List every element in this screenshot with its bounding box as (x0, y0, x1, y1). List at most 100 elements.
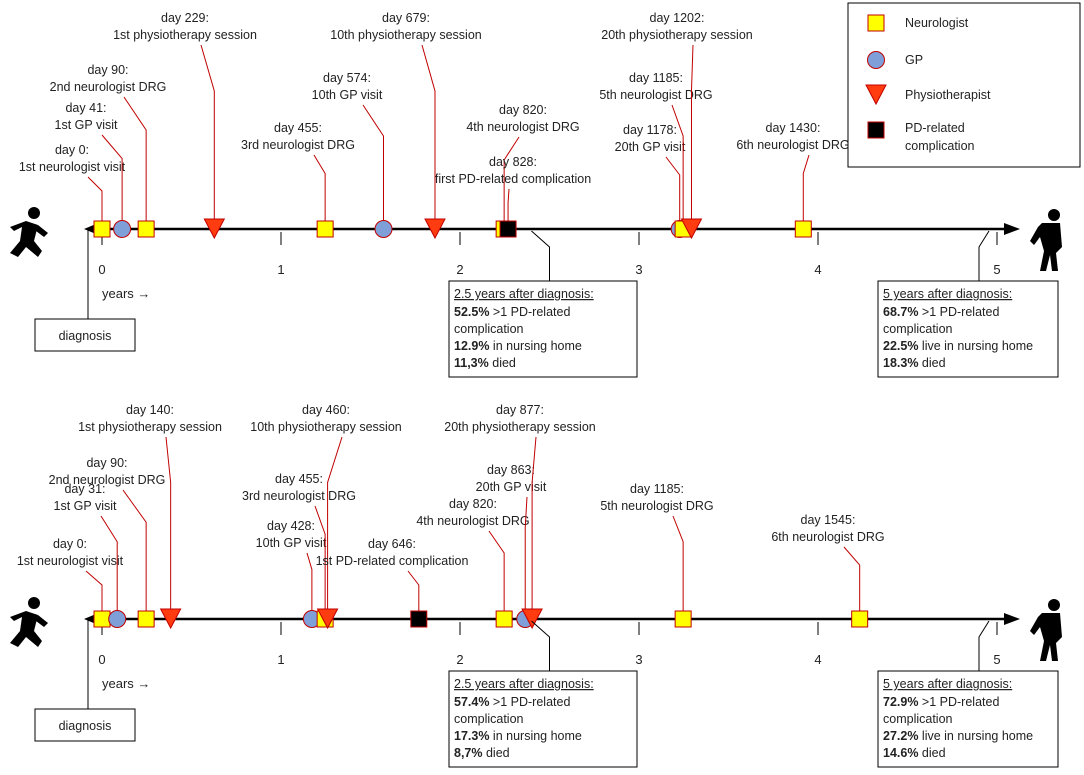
summary-value: 52.5% (454, 305, 489, 319)
event-label: day 31: (64, 482, 105, 496)
summary-line: complication (454, 712, 524, 726)
legend-item-triangle: Physiotherapist (865, 84, 991, 106)
event-label: day 455: (274, 121, 322, 135)
summary-text: >1 PD-related (489, 695, 570, 709)
summary-box (448, 670, 638, 768)
years-label: years → (102, 286, 150, 301)
legend-label: Physiotherapist (905, 88, 991, 102)
neurologist-marker (495, 610, 513, 628)
neurologist-marker (137, 610, 155, 628)
summary-line: 27.2% live in nursing home (883, 729, 1033, 743)
event-label: 20th physiotherapy session (444, 420, 596, 434)
summary-value: 14.6% (883, 746, 918, 760)
runner-body (10, 221, 42, 257)
neurologist-marker (867, 14, 885, 32)
summary-line: 52.5% >1 PD-related (454, 305, 570, 319)
event-leader (313, 154, 326, 221)
event-label: 20th physiotherapy session (601, 28, 753, 42)
gp-marker (867, 51, 885, 69)
axis-tick-label: 1 (277, 262, 284, 277)
stooped-person-icon (1030, 599, 1062, 661)
summary-text: complication (454, 322, 524, 336)
gp-marker (113, 220, 132, 238)
summary-text: died (918, 356, 945, 370)
physio-marker (203, 218, 226, 240)
event-leader (85, 570, 103, 611)
axis-tick-label: 1 (277, 652, 284, 667)
event-label: day 574: (323, 71, 371, 85)
physio-marker (865, 84, 887, 106)
summary-leader (978, 230, 990, 281)
event-label: day 1185: (630, 482, 684, 496)
summary-line: 68.7% >1 PD-related (883, 305, 999, 319)
event-label: 3rd neurologist DRG (241, 138, 355, 152)
event-leader (531, 436, 537, 611)
complication-marker (499, 220, 517, 238)
physio-marker (424, 218, 446, 240)
summary-box (877, 670, 1059, 768)
event-label: day 1545: (801, 513, 856, 527)
summary-line: complication (883, 712, 953, 726)
event-label: day 1178: (623, 123, 677, 137)
event-leader (690, 44, 694, 221)
summary-text: >1 PD-related (918, 695, 999, 709)
event-leader (314, 505, 326, 611)
legend-label: Neurologist (905, 16, 969, 30)
event-leader (672, 515, 684, 611)
event-label: day 1430: (766, 121, 821, 135)
complication-marker (410, 610, 428, 628)
event-label: day 1185: (629, 71, 683, 85)
runner-arm (36, 225, 48, 237)
gp-marker (374, 220, 393, 238)
event-label: 1st GP visit (55, 118, 119, 132)
event-label: day 820: (499, 103, 547, 117)
event-leader (843, 546, 861, 611)
neurologist-marker (93, 220, 111, 238)
summary-title: 5 years after diagnosis: (883, 677, 1012, 691)
neurologist-marker (137, 220, 155, 238)
axis-arrow-right (1004, 613, 1020, 625)
summary-value: 68.7% (883, 305, 918, 319)
timelines.0.summary_25: 2.5 years after diagnosis:52.5% >1 PD-re… (448, 280, 638, 378)
summary-line: 17.3% in nursing home (454, 729, 582, 743)
summary-value: 12.9% (454, 339, 489, 353)
event-leader (421, 44, 436, 221)
years-label: years → (102, 676, 150, 691)
summary-line: 72.9% >1 PD-related (883, 695, 999, 709)
summary-text: live in nursing home (918, 339, 1033, 353)
event-label: 1st neurologist visit (19, 160, 126, 174)
stooped-body (1030, 613, 1062, 661)
stooped-head (1048, 209, 1060, 221)
summary-text: in nursing home (489, 729, 581, 743)
event-label: day 820: (449, 497, 497, 511)
legend-item-square: Neurologist (867, 14, 969, 32)
runner-head (28, 597, 40, 609)
summary-leader (531, 620, 550, 671)
event-label: day 828: (489, 155, 537, 169)
event-label: day 863: (487, 463, 535, 477)
summary-text: complication (454, 712, 524, 726)
axis-tick-label: 3 (635, 262, 642, 277)
legend-box (847, 2, 1081, 168)
physio-marker (680, 218, 703, 240)
legend-label: GP (905, 53, 923, 67)
physio-marker (316, 608, 339, 630)
timelines.1.summary_5: 5 years after diagnosis: 72.9% >1 PD-rela… (877, 670, 1059, 768)
summary-text: complication (883, 712, 953, 726)
axis-tick-label: 2 (456, 652, 463, 667)
summary-leader (531, 230, 550, 281)
neurologist-marker (794, 220, 812, 238)
event-label: day 1202: (650, 11, 705, 25)
event-label: 10th GP visit (256, 536, 327, 550)
event-label: 2nd neurologist DRG (49, 473, 166, 487)
event-label: 4th neurologist DRG (416, 514, 529, 528)
axis-arrow-right (1004, 223, 1020, 235)
legend-item-circle: GP (867, 51, 923, 69)
physio-marker (521, 608, 543, 630)
summary-text: live in nursing home (918, 729, 1033, 743)
running-person-icon (10, 207, 48, 257)
